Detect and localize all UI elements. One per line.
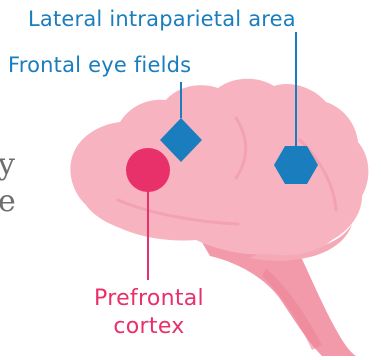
prefrontal-cortex-label-line2: cortex — [64, 313, 234, 341]
cropped-body-text: e — [0, 187, 16, 217]
prefrontal-cortex-label: Prefrontal cortex — [64, 285, 234, 341]
prefrontal-cortex-label-line1: Prefrontal — [64, 285, 234, 313]
frontal-eye-fields-label: Frontal eye fields — [8, 55, 191, 76]
cerebrum — [70, 79, 368, 256]
lateral-intraparietal-label: Lateral intraparietal area — [28, 9, 296, 30]
cropped-body-text: y — [0, 150, 15, 180]
prefrontal-cortex-marker — [126, 148, 170, 192]
